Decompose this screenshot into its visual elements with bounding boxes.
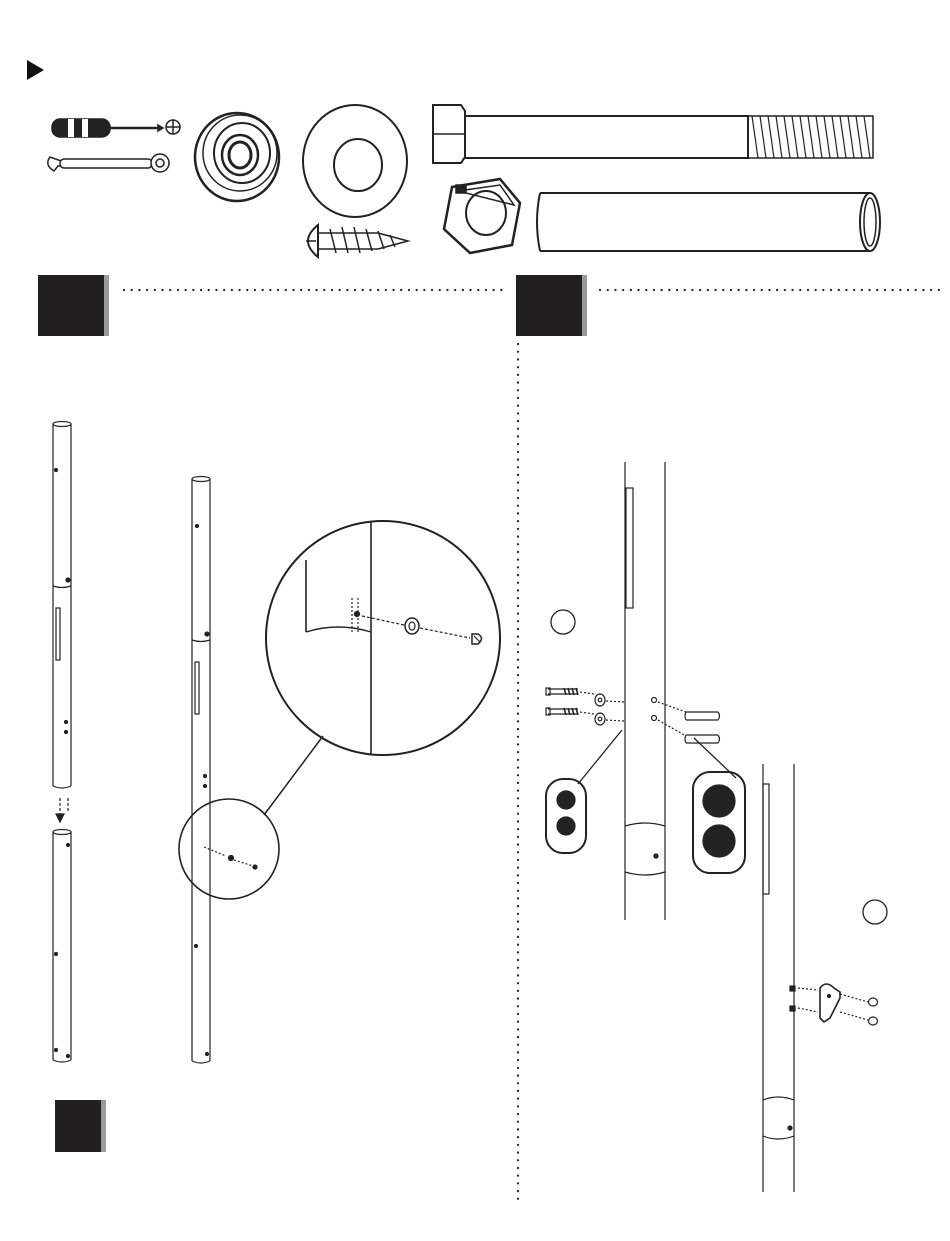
insert-arrow-icon	[56, 798, 68, 822]
upper-vertical-pole	[625, 462, 665, 920]
step-2-illustration	[518, 0, 950, 1241]
zoom-detail-circle	[266, 521, 500, 755]
callout-box-right	[693, 772, 745, 873]
zoom-leader-line	[264, 736, 323, 815]
mounting-bracket-icon	[798, 984, 878, 1025]
bolt-set-left	[546, 688, 624, 725]
callout-leader-left	[578, 730, 622, 784]
spacer-set-right	[658, 702, 720, 743]
lower-pole-section	[53, 830, 71, 1063]
assembled-pole	[192, 477, 210, 1064]
detail-marker-b	[863, 900, 887, 924]
callout-box-left	[546, 779, 586, 853]
upper-pole-section	[53, 422, 71, 789]
lower-vertical-pole	[763, 764, 795, 1192]
detail-marker-a	[551, 610, 575, 634]
step-1-illustration	[0, 0, 518, 1241]
